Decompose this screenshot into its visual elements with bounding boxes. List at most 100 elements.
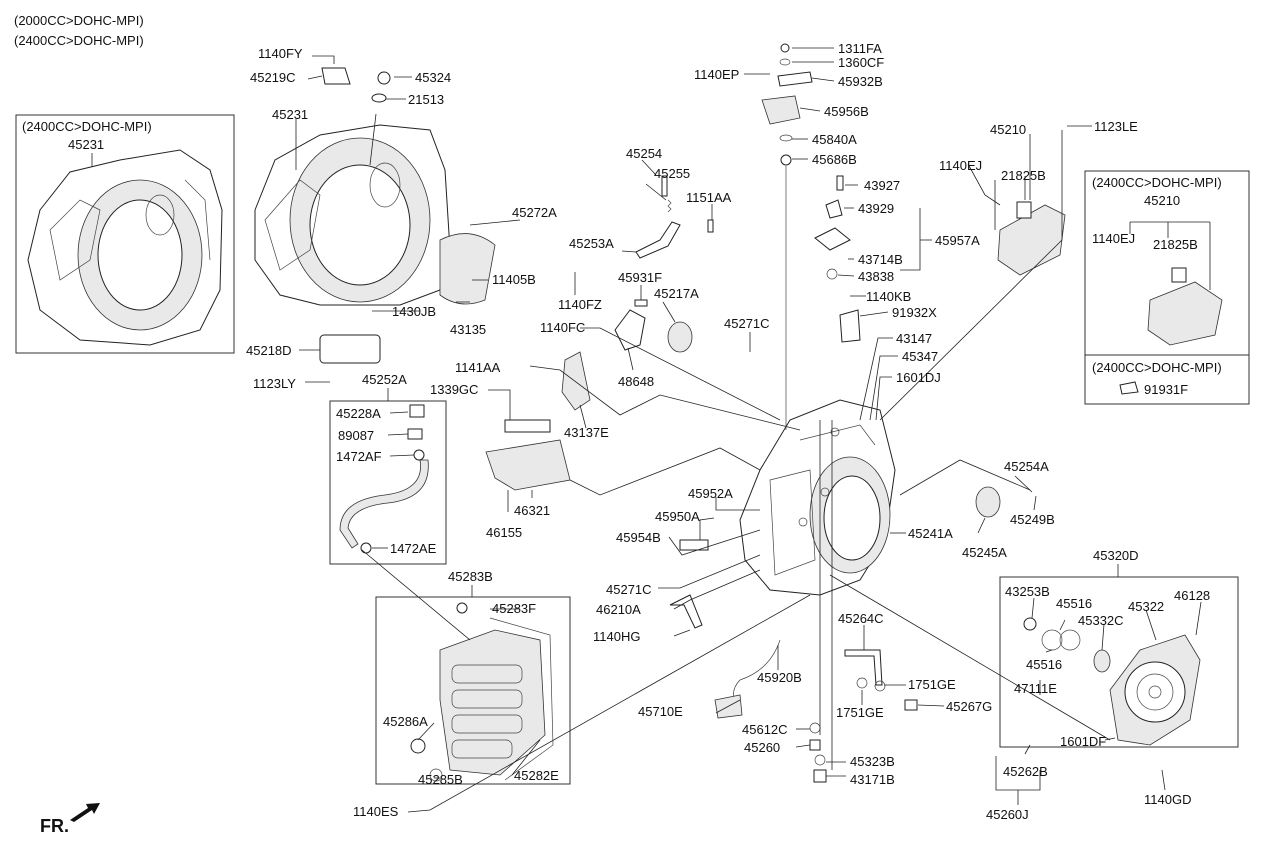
pipe-45264c xyxy=(844,649,883,686)
inset-left-part: 45231 xyxy=(68,137,104,152)
part-label: 21825B xyxy=(1001,168,1046,183)
part-label: 45245A xyxy=(962,545,1007,560)
part-label: 1140KB xyxy=(866,289,911,304)
fr-label: FR. xyxy=(40,816,69,836)
filter-46321 xyxy=(485,439,571,491)
shield-43135 xyxy=(439,233,496,305)
oring-45516-a xyxy=(1041,629,1063,651)
plug-43253b xyxy=(1023,617,1037,631)
part-label: 45210 xyxy=(990,122,1026,137)
part-label: 21513 xyxy=(408,92,444,107)
inset-bush xyxy=(1171,267,1187,283)
oring-45516-b xyxy=(1059,629,1081,651)
part-label: 11405B xyxy=(492,272,536,287)
pin-45254 xyxy=(661,175,668,197)
oil-pan-drawing xyxy=(439,617,554,781)
part-label: 45952A xyxy=(688,486,733,501)
part-label: 1601DJ xyxy=(896,370,941,385)
part-label: 1123LY xyxy=(253,376,296,391)
part-label: 45950A xyxy=(655,509,700,524)
inset-box-right-bracket xyxy=(1084,170,1250,405)
bracket-43714b xyxy=(814,227,851,251)
bracket-45218d xyxy=(319,334,381,364)
pin-45931f xyxy=(634,299,648,307)
part-label: 1311FA xyxy=(838,41,882,56)
part-label: 45323B xyxy=(850,754,895,769)
part-label: 45260 xyxy=(744,740,780,755)
part-label: 1140FC xyxy=(540,320,585,335)
case-45231-drawing xyxy=(254,124,451,306)
part-label: 45686B xyxy=(812,152,857,167)
part-label: 45241A xyxy=(908,526,953,541)
washer-1360cf xyxy=(779,58,791,66)
part-label: 48648 xyxy=(618,374,654,389)
lever-48648 xyxy=(614,309,646,351)
part-label: 45324 xyxy=(415,70,451,85)
part-labels: 1140FY 45219C 45324 21513 45231 45272A 1… xyxy=(246,41,1210,822)
inset-right-title: (2400CC>DOHC-MPI) xyxy=(1092,175,1222,190)
part-label: 45253A xyxy=(569,236,614,251)
part-label: 43147 xyxy=(896,331,932,346)
part-label: 45932B xyxy=(838,74,883,89)
nut-1311fa xyxy=(780,43,790,53)
fitting-45228a xyxy=(409,404,425,418)
part-label: 45228A xyxy=(336,406,381,421)
part-label: 45264C xyxy=(838,611,884,626)
inset-left-title: (2400CC>DOHC-MPI) xyxy=(22,119,152,134)
part-label: 45272A xyxy=(512,205,557,220)
part-label: 45271C xyxy=(724,316,770,331)
part-label: 43714B xyxy=(858,252,903,267)
bracket-45932b xyxy=(777,71,813,87)
part-label: 45283F xyxy=(492,601,536,616)
inset-right-sub-part: 91931F xyxy=(1144,382,1188,397)
part-label: 43137E xyxy=(564,425,609,440)
bolt-43927 xyxy=(836,175,844,191)
washer-43838 xyxy=(826,268,838,280)
inset-right-part-21825b: 21825B xyxy=(1153,237,1198,252)
washer-45285b xyxy=(429,768,443,782)
part-label: 43929 xyxy=(858,201,894,216)
part-label: 45516 xyxy=(1056,596,1092,611)
part-label: 1141AA xyxy=(455,360,501,375)
header-note-2400cc: (2400CC>DOHC-MPI) xyxy=(14,33,144,48)
spring-45255 xyxy=(667,199,672,213)
clamp-1472ae xyxy=(360,542,372,554)
part-label: 45271C xyxy=(606,582,652,597)
part-label: 45254 xyxy=(626,146,662,161)
part-label: 43253B xyxy=(1005,584,1050,599)
part-label: 1140FY xyxy=(258,46,303,61)
part-label: 45286A xyxy=(383,714,428,729)
part-label: 43171B xyxy=(850,772,895,787)
group-label-hose: 45252A xyxy=(362,372,407,387)
front-direction-marker: FR. xyxy=(40,803,100,836)
seal-45245a xyxy=(975,486,1001,518)
part-label: 43135 xyxy=(450,322,486,337)
part-label: 45267G xyxy=(946,699,992,714)
inset-right-sub-title: (2400CC>DOHC-MPI) xyxy=(1092,360,1222,375)
part-label: 1472AF xyxy=(336,449,382,464)
plug-45324 xyxy=(377,71,391,85)
part-label: 45231 xyxy=(272,107,308,122)
bush-21825b xyxy=(1016,201,1032,219)
hose-drawing xyxy=(339,459,429,549)
part-label: 1151AA xyxy=(686,190,732,205)
plug-45286a xyxy=(410,738,426,754)
part-label: 45840A xyxy=(812,132,857,147)
part-label: 47111E xyxy=(1014,681,1057,696)
part-label: 45612C xyxy=(742,722,788,737)
case-45241a-drawing xyxy=(739,399,896,596)
clip-43929 xyxy=(825,199,843,219)
part-label: 43838 xyxy=(858,269,894,284)
part-label: 46321 xyxy=(514,503,550,518)
cover-45322-drawing xyxy=(1109,634,1201,746)
part-label: 91932X xyxy=(892,305,937,320)
part-label: 45920B xyxy=(757,670,802,685)
bracket-45210 xyxy=(997,204,1066,276)
part-label: 45931F xyxy=(618,270,662,285)
part-label: 45218D xyxy=(246,343,292,358)
part-label: 45255 xyxy=(654,166,690,181)
part-label: 1360CF xyxy=(838,55,884,70)
pin-1151aa xyxy=(707,219,714,233)
part-label: 1601DF xyxy=(1060,734,1106,749)
inset-bracket-drawing xyxy=(1147,281,1223,346)
